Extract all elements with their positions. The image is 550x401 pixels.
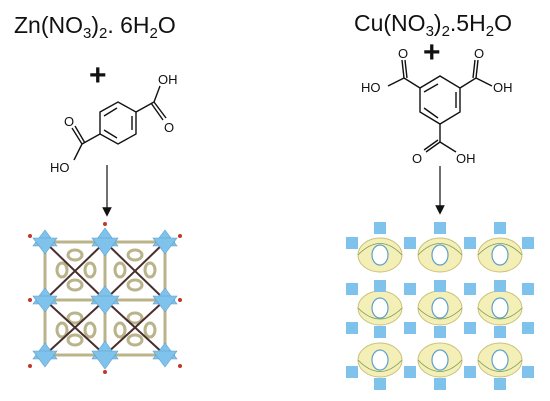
label-oh-top: OH	[158, 72, 178, 87]
zn-framework-structure	[28, 222, 182, 374]
label-ho-bottom: HO	[50, 160, 70, 175]
label-oh-bottom: OH	[456, 151, 476, 166]
left-metal-salt-formula: Zn(NO3)2. 6H2O	[14, 12, 176, 42]
label-o-top-left: O	[398, 46, 408, 61]
trimesic-acid-structure	[387, 59, 493, 153]
label-o-right: O	[164, 120, 174, 135]
right-metal-salt-formula: Cu(NO3)2.5H2O	[354, 10, 512, 40]
label-o-left: O	[64, 114, 74, 129]
label-oh-right: OH	[493, 80, 513, 95]
cu-framework-structure	[346, 222, 534, 390]
terephthalic-acid-structure	[71, 85, 167, 161]
label-ho-left: HO	[361, 80, 381, 95]
label-o-bottom: O	[412, 151, 422, 166]
label-o-top-right: O	[474, 46, 484, 61]
right-plus-sign: +	[423, 36, 441, 69]
left-plus-sign: +	[89, 59, 107, 92]
